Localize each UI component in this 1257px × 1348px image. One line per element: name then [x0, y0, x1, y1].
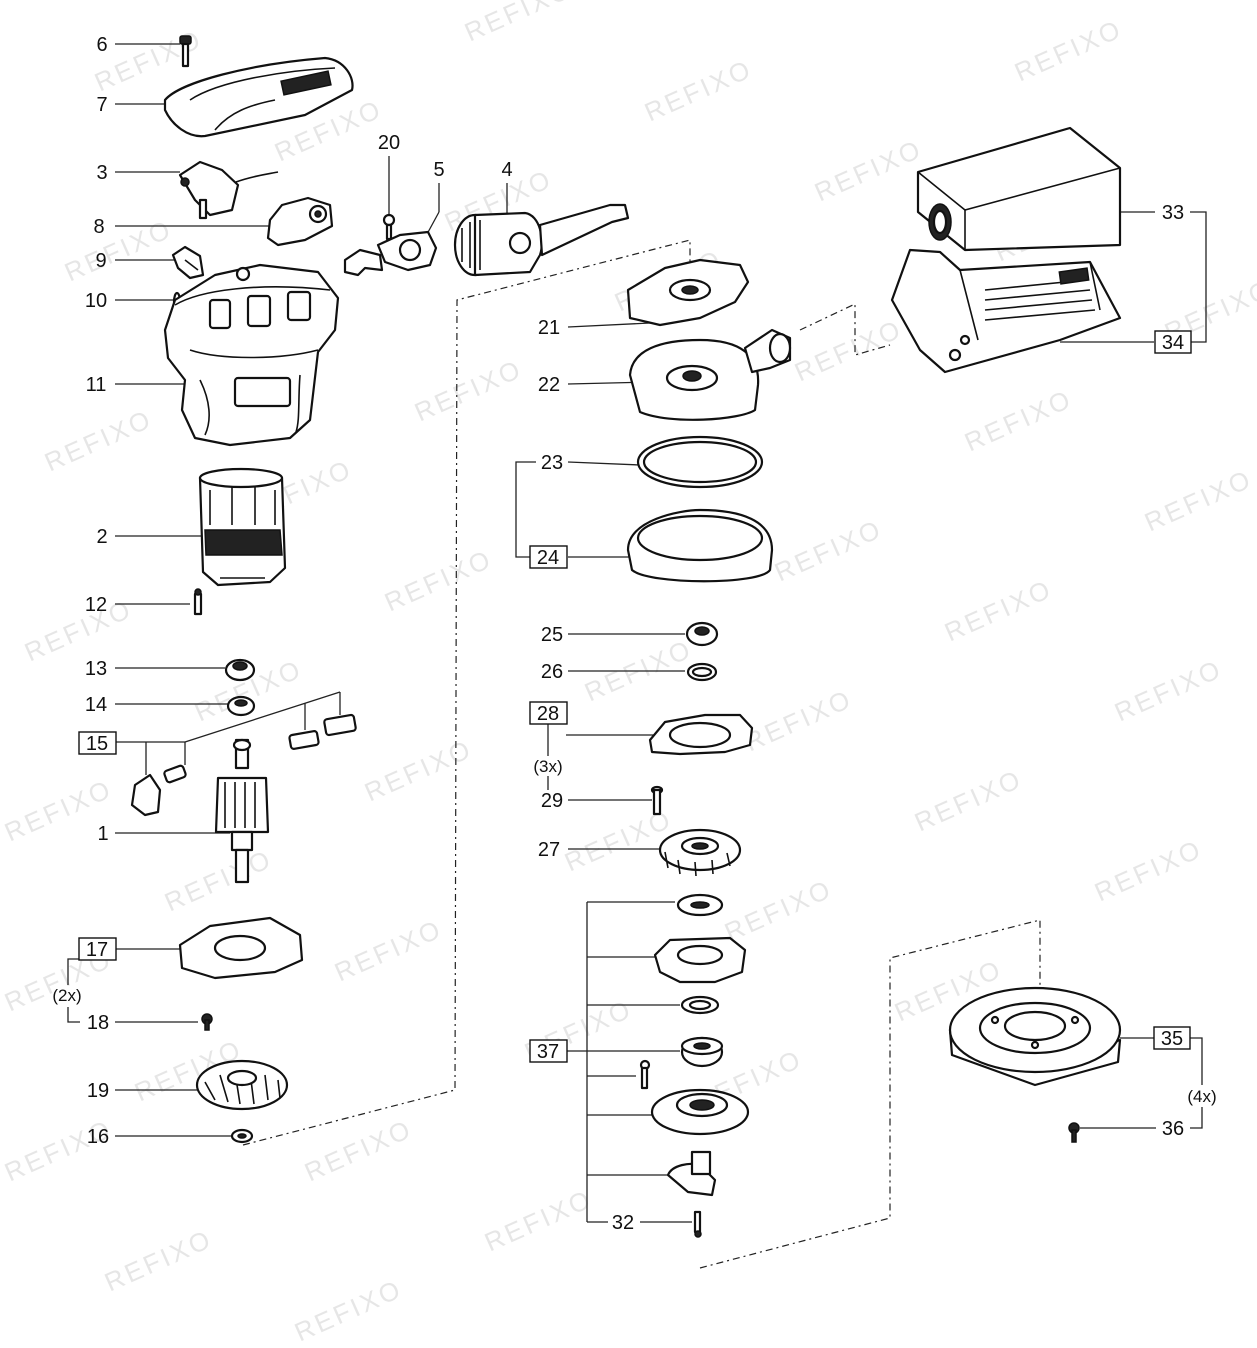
label-27: 27 [538, 839, 560, 861]
label-36: 36 [1162, 1118, 1184, 1140]
part-13-bearing [224, 658, 256, 682]
part-9-button [171, 245, 205, 280]
part-37-pin [639, 1059, 651, 1090]
part-25-bearing [685, 621, 719, 647]
part-36-screw [1068, 1122, 1080, 1143]
label-1: 1 [97, 823, 108, 845]
label-35: 35 [1161, 1028, 1183, 1050]
label-6: 6 [96, 34, 107, 56]
part-1-armature [214, 738, 270, 884]
part-12-screw [193, 588, 203, 616]
label-34: 34 [1162, 332, 1184, 354]
label-19: 19 [87, 1080, 109, 1102]
label-18: 18 [87, 1012, 109, 1034]
part-24-brush-ring [626, 508, 774, 583]
part-6-screw [179, 35, 192, 68]
part-33-dust-bag [916, 126, 1122, 252]
label-9: 9 [95, 250, 106, 272]
label-2: 2 [96, 526, 107, 548]
label-25: 25 [541, 624, 563, 646]
part-26-ring [686, 662, 718, 682]
part-27-fan [658, 828, 742, 877]
part-2-stator [198, 467, 287, 587]
quantity-28: (3x) [533, 757, 562, 776]
part-17-plate [178, 916, 304, 980]
part-29-screw [650, 785, 664, 816]
label-10: 10 [85, 290, 107, 312]
label-5: 5 [433, 159, 444, 181]
part-21-cover-plate [626, 258, 750, 327]
part-8-switch [266, 196, 334, 247]
part-35-pad-plate [948, 986, 1122, 1087]
label-24: 24 [537, 547, 559, 569]
part-37-ring [680, 995, 720, 1015]
label-22: 22 [538, 374, 560, 396]
part-numbers: 6 7 3 8 9 10 11 2 12 13 14 15 1 17 (2x) … [52, 34, 1216, 1234]
label-14: 14 [85, 694, 107, 716]
label-11: 11 [86, 374, 107, 396]
part-4-cable-sleeve [453, 203, 630, 277]
part-37-flange [653, 936, 747, 984]
label-37: 37 [537, 1041, 559, 1063]
label-23: 23 [541, 452, 563, 474]
label-28: 28 [537, 703, 559, 725]
part-20-screw [382, 213, 396, 241]
part-3-switch-holder [178, 160, 279, 220]
label-3: 3 [96, 162, 107, 184]
label-15: 15 [86, 733, 108, 755]
label-4: 4 [501, 159, 512, 181]
label-32: 32 [612, 1212, 634, 1234]
label-29: 29 [541, 790, 563, 812]
part-7-top-cover [163, 56, 354, 138]
label-16: 16 [87, 1126, 109, 1148]
part-14-bearing [226, 695, 256, 717]
part-5-cable-clamp [343, 230, 438, 277]
label-13: 13 [85, 658, 107, 680]
quantity-17: (2x) [52, 986, 81, 1005]
part-37-eccentric [650, 1088, 750, 1136]
label-26: 26 [541, 661, 563, 683]
part-19-fan [195, 1059, 289, 1111]
label-21: 21 [538, 317, 560, 339]
part-11-motor-housing [163, 263, 340, 447]
label-7: 7 [96, 94, 107, 116]
part-15-brushes [130, 713, 357, 817]
part-34-filter-box [890, 248, 1122, 374]
part-18-screw [201, 1013, 213, 1031]
part-37-washer [676, 893, 724, 917]
label-8: 8 [93, 216, 104, 238]
part-16-washer [230, 1128, 254, 1144]
quantity-35: (4x) [1187, 1087, 1216, 1106]
label-12: 12 [85, 594, 107, 616]
part-28-brake-plate [648, 713, 754, 756]
part-37-bearing [680, 1036, 724, 1068]
part-37-counterweight [666, 1150, 717, 1197]
part-22-dust-hood [628, 328, 792, 421]
label-20: 20 [378, 132, 400, 154]
label-33: 33 [1162, 202, 1184, 224]
label-17: 17 [86, 939, 108, 961]
part-32-screw [693, 1210, 702, 1238]
dashed-connectors [242, 239, 1041, 1269]
part-23-ring [636, 435, 764, 489]
label-boxes [78, 330, 1192, 1063]
